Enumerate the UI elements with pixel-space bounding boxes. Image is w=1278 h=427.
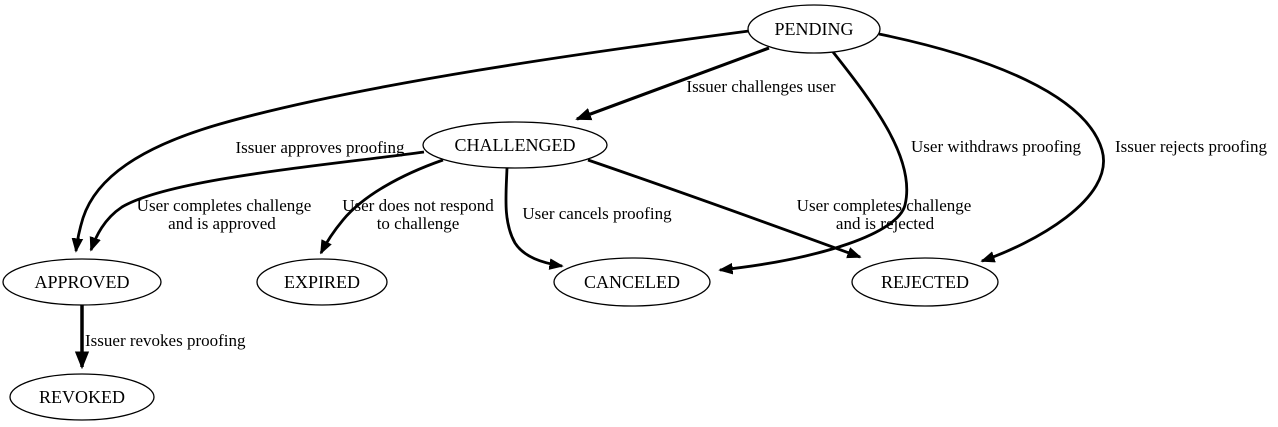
node-challenged-label: CHALLENGED — [455, 135, 576, 155]
edge-label-issuer-revokes-proofing: Issuer revokes proofing — [85, 331, 246, 350]
edge-label-completes-approved-line1: User completes challenge — [137, 196, 312, 215]
node-rejected: REJECTED — [851, 257, 999, 307]
node-pending-label: PENDING — [775, 19, 854, 39]
node-canceled: CANCELED — [553, 257, 711, 307]
edge-labels: Issuer challenges user Issuer approves p… — [85, 77, 1267, 350]
node-approved: APPROVED — [2, 258, 162, 306]
edge-label-no-respond-line1: User does not respond — [342, 196, 494, 215]
node-approved-label: APPROVED — [34, 272, 129, 292]
node-challenged-ellipse — [422, 121, 608, 169]
edge-pending-to-approved — [76, 29, 750, 251]
edge-label-completes-rejected-line1: User completes challenge — [797, 196, 972, 215]
node-revoked: REVOKED — [9, 373, 155, 421]
edge-pending-to-challenged — [577, 46, 770, 121]
edge-challenged-to-rejected — [587, 158, 860, 259]
nodes: PENDING CHALLENGED APPROVED EXPIRED CANC… — [2, 4, 999, 421]
edges — [76, 29, 1105, 367]
edge-challenged-to-approved — [89, 150, 425, 250]
node-expired-ellipse — [256, 258, 388, 306]
edge-label-issuer-challenges-user: Issuer challenges user — [686, 77, 836, 96]
node-rejected-ellipse — [851, 257, 999, 307]
edge-challenged-to-expired — [319, 158, 444, 253]
node-approved-ellipse — [2, 258, 162, 306]
node-canceled-ellipse — [553, 257, 711, 307]
edge-label-user-cancels-proofing: User cancels proofing — [522, 204, 672, 223]
edge-label-no-respond-line2: to challenge — [377, 214, 460, 233]
edge-pending-to-canceled — [720, 51, 909, 270]
edge-label-user-withdraws-proofing: User withdraws proofing — [911, 137, 1081, 156]
node-expired-label: EXPIRED — [284, 272, 360, 292]
edge-label-completes-approved-line2: and is approved — [168, 214, 276, 233]
edge-challenged-to-canceled — [504, 167, 562, 266]
edge-label-completes-rejected-line2: and is rejected — [836, 214, 935, 233]
edge-pending-to-rejected — [878, 32, 1105, 261]
node-rejected-label: REJECTED — [881, 272, 969, 292]
node-revoked-ellipse — [9, 373, 155, 421]
node-pending-ellipse — [747, 4, 881, 54]
node-pending: PENDING — [747, 4, 881, 54]
node-expired: EXPIRED — [256, 258, 388, 306]
node-canceled-label: CANCELED — [584, 272, 680, 292]
edge-label-issuer-approves-proofing: Issuer approves proofing — [235, 138, 405, 157]
node-revoked-label: REVOKED — [39, 387, 125, 407]
edge-label-issuer-rejects-proofing: Issuer rejects proofing — [1115, 137, 1268, 156]
node-challenged: CHALLENGED — [422, 121, 608, 169]
